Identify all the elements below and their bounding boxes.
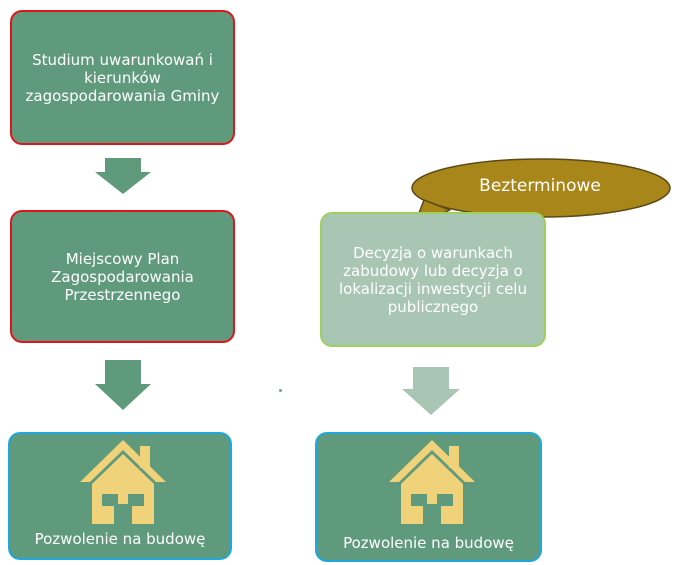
house-icon [80, 440, 166, 524]
house-icon [389, 440, 475, 524]
study-box: Studium uwarunkowań i kierunków zagospod… [10, 10, 235, 145]
permit-left-box: Pozwolenie na budowę [8, 432, 232, 560]
local-plan-box-label: Miejscowy Plan Zagospodarowania Przestrz… [51, 249, 194, 304]
decision-box-label: Decyzja o warunkach zabudowy lub decyzja… [339, 243, 527, 316]
stray-dot [279, 389, 282, 392]
local-plan-box: Miejscowy Plan Zagospodarowania Przestrz… [10, 210, 235, 343]
permit-left-label: Pozwolenie na budowę [34, 530, 206, 548]
callout-bubble [411, 158, 671, 227]
arrow-down-icon [402, 367, 460, 415]
arrow-down-icon [95, 158, 151, 194]
arrow-down-icon [95, 360, 151, 410]
permit-right-box: Pozwolenie na budowę [315, 432, 542, 562]
decision-box: Decyzja o warunkach zabudowy lub decyzja… [320, 212, 546, 347]
permit-right-label: Pozwolenie na budowę [343, 534, 514, 552]
callout-label: Bezterminowe [479, 176, 601, 196]
study-box-label: Studium uwarunkowań i kierunków zagospod… [25, 50, 220, 105]
